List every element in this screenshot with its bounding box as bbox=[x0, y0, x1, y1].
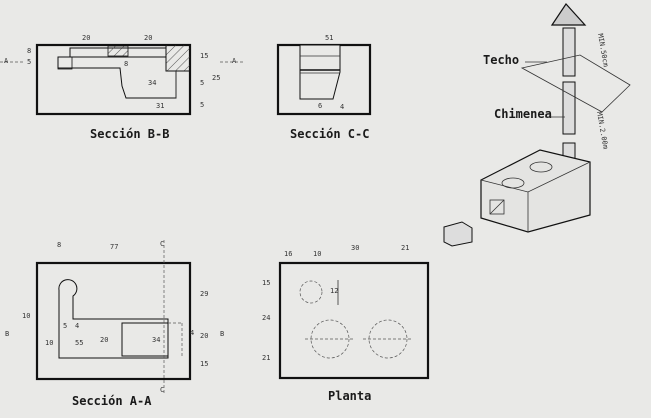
min-height-label: MIN.2.00m bbox=[595, 111, 609, 150]
dim-bb-bottom: 31 bbox=[156, 102, 164, 110]
dim-bb-inner: 8 bbox=[124, 60, 128, 68]
roof-label: Techo bbox=[483, 53, 519, 67]
dim-aa-inner-a: 5 bbox=[63, 322, 67, 330]
dim-plan-top-a: 16 bbox=[284, 250, 292, 258]
plan-view: 16 10 30 21 15 24 21 12 Planta bbox=[262, 244, 430, 403]
dim-aa-oven: 34 bbox=[152, 336, 160, 344]
dim-cc-bottom-b: 4 bbox=[340, 103, 344, 111]
dim-plan-top-c: 30 bbox=[351, 244, 359, 252]
dim-aa-inner-b: 4 bbox=[75, 322, 79, 330]
section-bb: 20 20 8 5 15 25 5 5 34 31 8 A A Sección … bbox=[0, 34, 245, 141]
dim-plan-left-c: 21 bbox=[262, 354, 270, 362]
section-bb-title: Sección B-B bbox=[90, 127, 169, 141]
dim-aa-left-b: 55 bbox=[75, 339, 83, 347]
cut-marker-c-bottom: C bbox=[160, 386, 164, 394]
dim-bb-right-a: 15 bbox=[200, 52, 208, 60]
dim-aa-top: 77 bbox=[110, 243, 118, 251]
dim-aa-top-small: 8 bbox=[57, 241, 61, 249]
dim-plan-top-d: 21 bbox=[401, 244, 409, 252]
plan-title: Planta bbox=[328, 389, 371, 403]
dim-bb-left-a: 8 bbox=[27, 47, 31, 55]
cut-marker-b-left: B bbox=[5, 330, 9, 338]
dim-plan-top-b: 10 bbox=[313, 250, 321, 258]
cut-marker-c-top: C bbox=[160, 240, 164, 248]
section-aa: 8 77 C C 10 55 5 4 20 34 29 20 4 15 B B … bbox=[5, 240, 224, 408]
chimney-label: Chimenea bbox=[494, 107, 552, 121]
section-cc: 51 6 4 Sección C-C bbox=[276, 34, 372, 141]
dim-aa-right-a: 29 bbox=[200, 290, 208, 298]
dim-bb-top-right: 20 bbox=[144, 34, 152, 42]
min-above-roof-label: MIN.50cm bbox=[596, 33, 610, 68]
dim-aa-right-b: 20 bbox=[200, 332, 208, 340]
dim-bb-right-d: 5 bbox=[200, 101, 204, 109]
dim-bb-center: 34 bbox=[148, 79, 156, 87]
dim-cc-top: 51 bbox=[325, 34, 333, 42]
section-aa-title: Sección A-A bbox=[72, 394, 152, 408]
cut-marker-b-right: B bbox=[220, 330, 224, 338]
dim-plan-hole: 12 bbox=[330, 287, 338, 295]
dim-aa-mid: 20 bbox=[100, 336, 108, 344]
dim-bb-left-b: 5 bbox=[27, 58, 31, 66]
dim-aa-side: 10 bbox=[22, 312, 30, 320]
dim-bb-top-left: 20 bbox=[82, 34, 90, 42]
dim-aa-left-a: 10 bbox=[45, 339, 53, 347]
cut-marker-a-left: A bbox=[4, 57, 9, 65]
dim-aa-right-d: 15 bbox=[200, 360, 208, 368]
isometric-view: Techo Chimenea MIN.50cm MIN.2.00m bbox=[443, 3, 631, 247]
dim-aa-right-c: 4 bbox=[190, 329, 194, 337]
dim-bb-right-c: 5 bbox=[200, 79, 204, 87]
dim-bb-right-b: 25 bbox=[212, 74, 220, 82]
cut-marker-a-right: A bbox=[232, 57, 237, 65]
section-cc-title: Sección C-C bbox=[290, 127, 369, 141]
dim-cc-bottom-a: 6 bbox=[318, 102, 322, 110]
dim-plan-left-b: 24 bbox=[262, 314, 270, 322]
dim-plan-left-a: 15 bbox=[262, 279, 270, 287]
